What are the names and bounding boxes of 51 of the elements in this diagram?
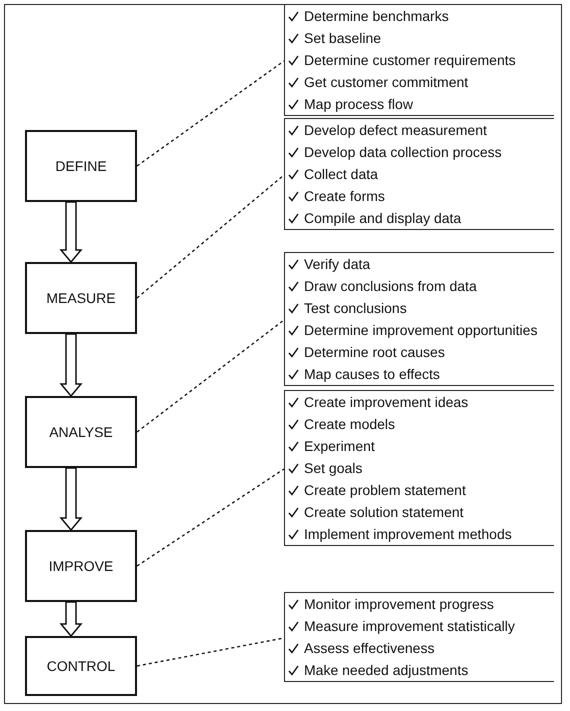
- step-label: IMPROVE: [48, 558, 114, 574]
- step-label: MEASURE: [46, 290, 116, 306]
- checklist-item: Determine improvement opportunities: [304, 322, 538, 338]
- checklist-item: Set goals: [304, 460, 362, 476]
- checklist-item: Set baseline: [304, 30, 382, 46]
- checklist-item: Measure improvement statistically: [304, 618, 515, 634]
- checklist-item: Create models: [304, 416, 396, 432]
- checklist-item: Develop defect measurement: [304, 122, 487, 138]
- checklist-item: Determine root causes: [304, 344, 445, 360]
- checklist-item: Determine customer requirements: [304, 52, 516, 68]
- checklist-bracket: [284, 118, 554, 230]
- checklist-item: Collect data: [304, 166, 378, 182]
- checklist-item: Experiment: [304, 438, 375, 454]
- checklist-item: Map causes to effects: [304, 366, 440, 382]
- step-label: CONTROL: [46, 658, 116, 674]
- hollow-arrow: [59, 467, 83, 532]
- step-label: DEFINE: [55, 158, 107, 174]
- checklist-item: Create forms: [304, 188, 385, 204]
- checklist-bracket: [284, 390, 554, 546]
- checklist-item: Map process flow: [304, 96, 413, 112]
- step-label: ANALYSE: [49, 424, 113, 440]
- checklist-bracket: [284, 4, 554, 116]
- leader-line: [136, 637, 284, 667]
- hollow-arrow: [59, 201, 83, 264]
- process-box: [25, 636, 137, 696]
- checklist-bracket: [284, 592, 554, 682]
- checklist-item: Make needed adjustments: [304, 662, 468, 678]
- leader-line: [136, 319, 284, 433]
- checklist-bracket: [284, 252, 554, 386]
- checklist-item: Develop data collection process: [304, 144, 502, 160]
- checklist-item: Create improvement ideas: [304, 394, 468, 410]
- process-box: [25, 396, 137, 468]
- checklist-item: Compile and display data: [304, 210, 462, 226]
- checklist-item: Implement improvement methods: [304, 526, 512, 542]
- checklist-item: Create solution statement: [304, 504, 464, 520]
- checklist-item: Draw conclusions from data: [304, 278, 477, 294]
- checklist-item: Determine benchmarks: [304, 8, 449, 24]
- checklist-item: Create problem statement: [304, 482, 466, 498]
- process-box: [25, 530, 137, 602]
- checklist-item: Assess effectiveness: [304, 640, 434, 656]
- leader-line: [136, 60, 284, 167]
- checklist-item: Get customer commitment: [304, 74, 468, 90]
- leader-line: [136, 174, 284, 298]
- leader-line: [136, 468, 284, 567]
- process-box: [25, 130, 137, 202]
- checklist-item: Monitor improvement progress: [304, 596, 494, 612]
- checklist-item: Test conclusions: [304, 300, 407, 316]
- process-box: [25, 262, 137, 334]
- checklist-item: Verify data: [304, 256, 370, 272]
- hollow-arrow: [59, 333, 83, 398]
- hollow-arrow: [59, 601, 83, 638]
